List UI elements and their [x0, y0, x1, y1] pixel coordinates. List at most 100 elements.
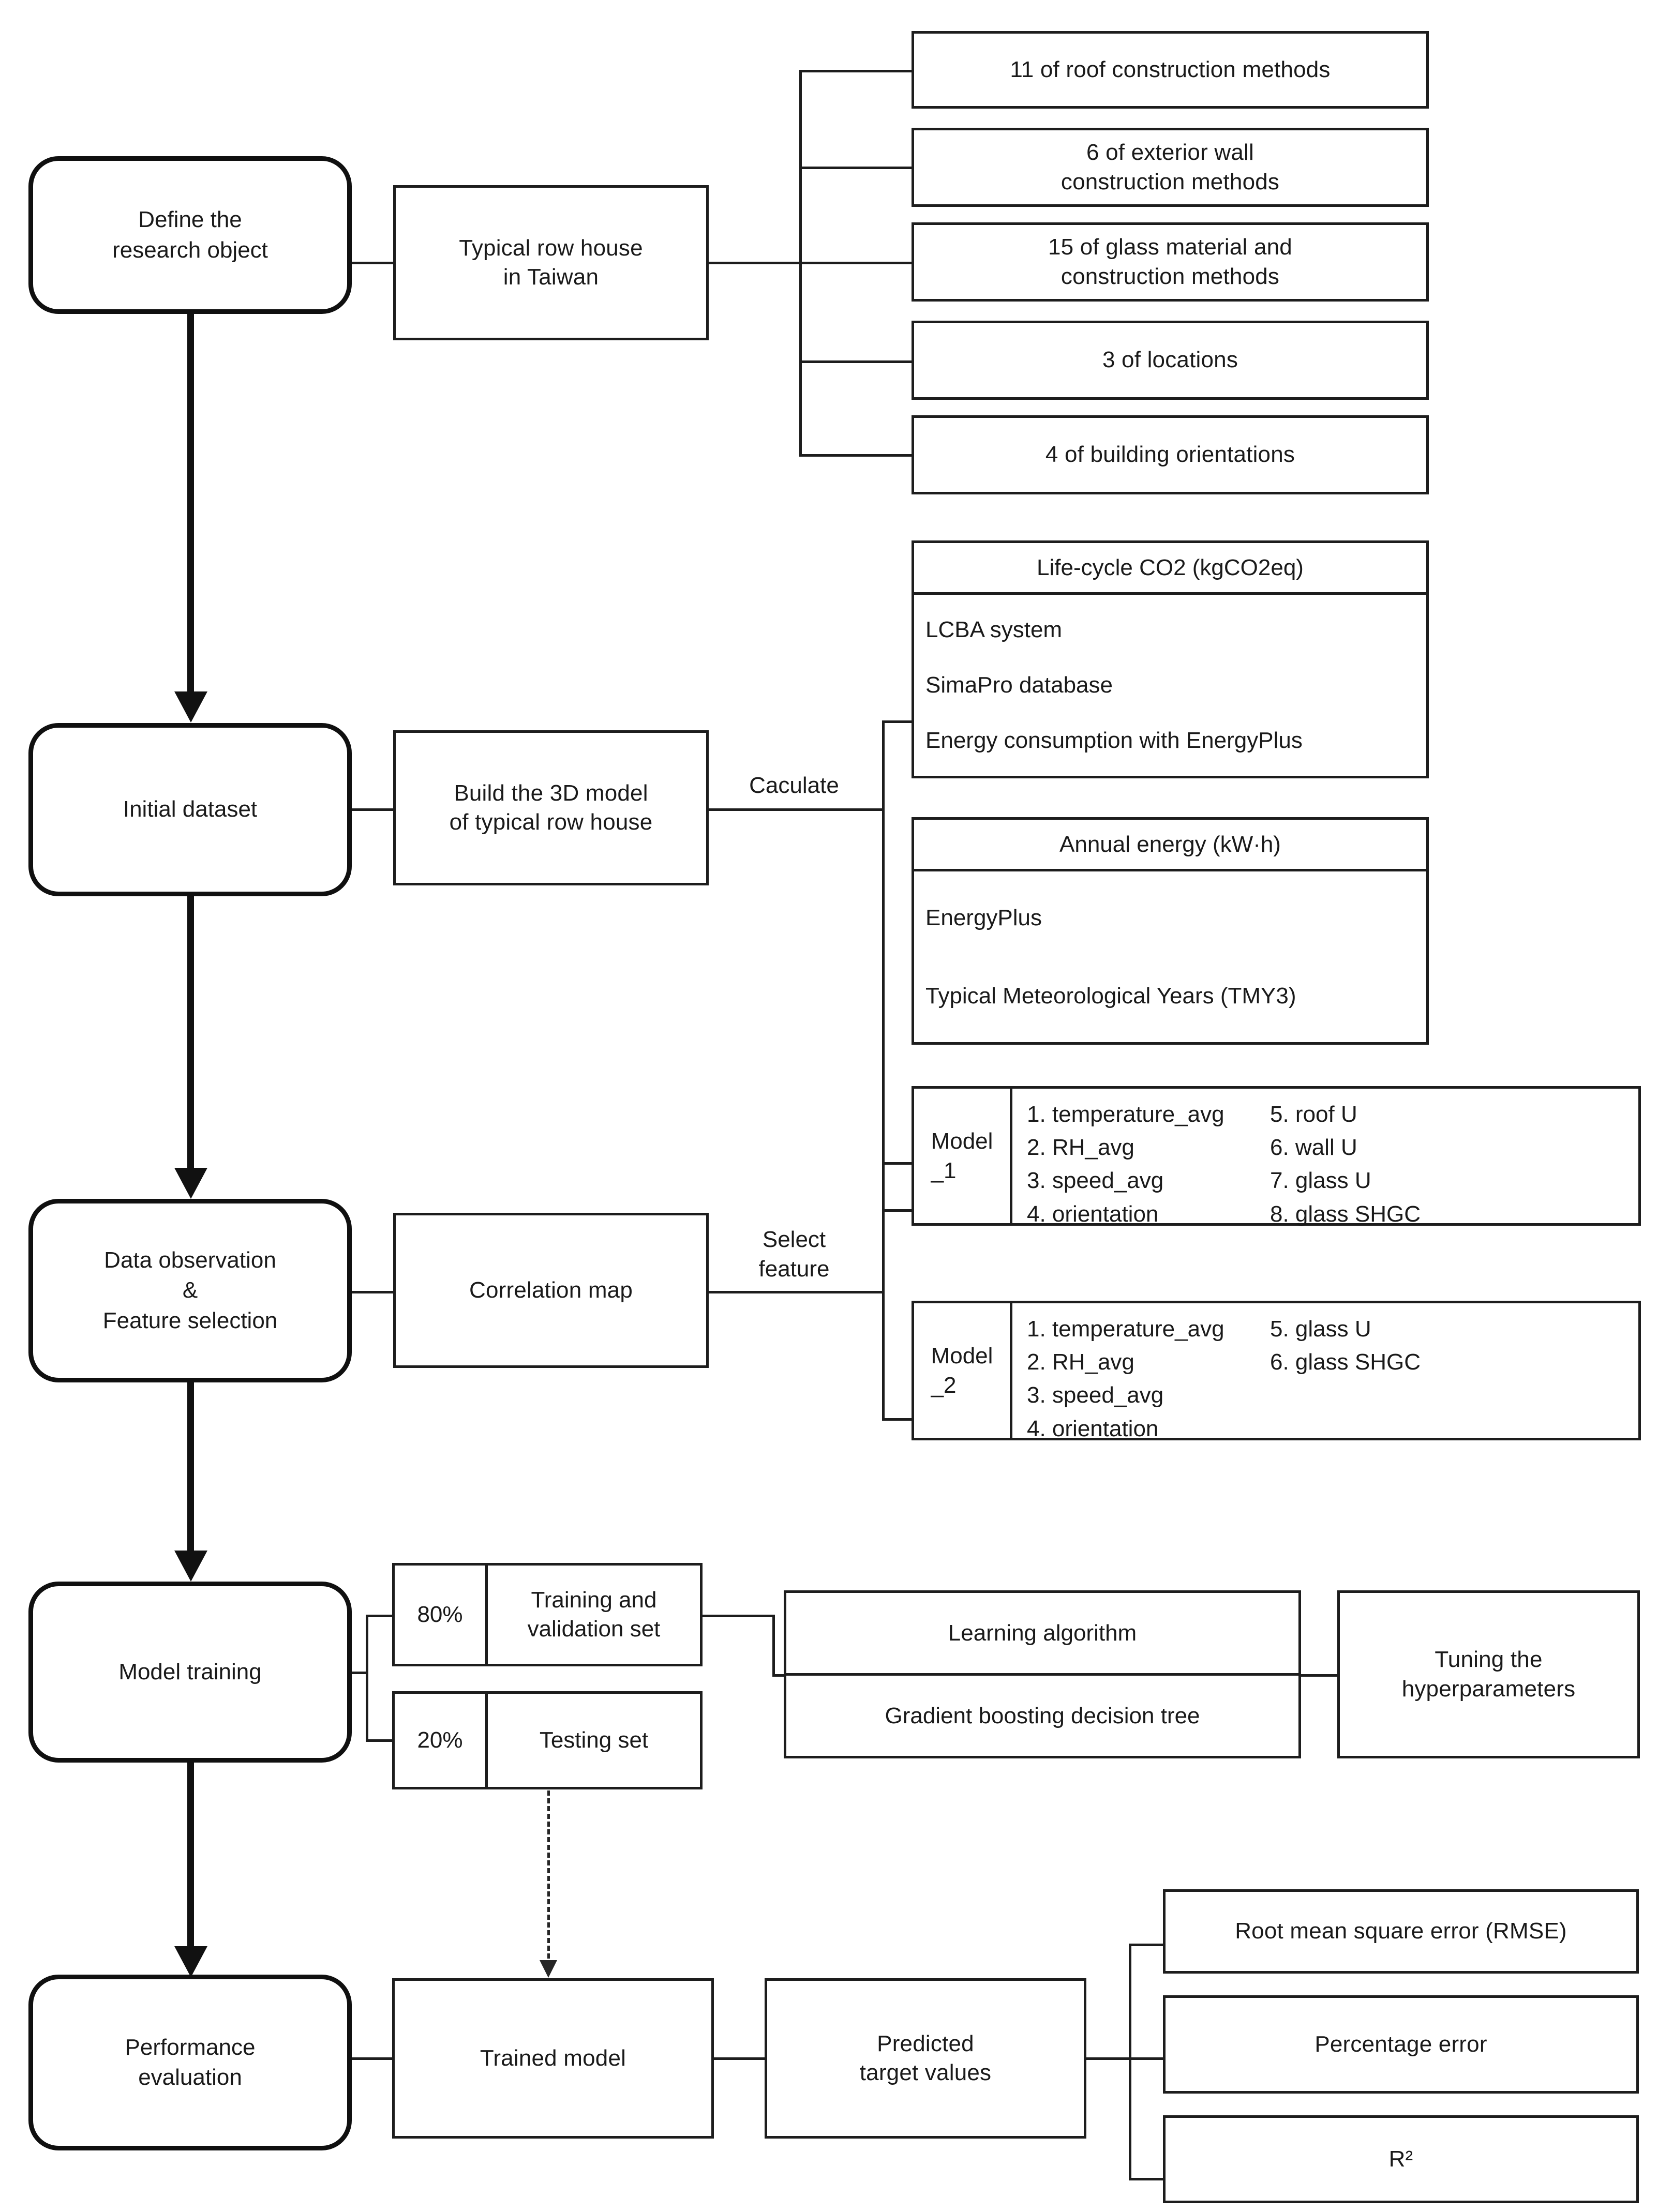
box-learning-algorithm-value: Gradient boosting decision tree: [885, 1703, 1200, 1728]
list-item: 6. wall U: [1270, 1135, 1357, 1161]
list-item: 8. glass SHGC: [1270, 1201, 1421, 1227]
box-predicted-target-values-label: Predicted target values: [859, 2030, 992, 2085]
box-orientations-label: 4 of building orientations: [1045, 442, 1295, 468]
connector-define-to-typical: [352, 262, 393, 264]
flow-define-to-initial: [187, 314, 194, 691]
box-locations[interactable]: 3 of locations: [912, 321, 1429, 400]
branch-stub-wall: [799, 167, 913, 169]
flow-arrowhead-performance: [174, 1946, 207, 1977]
list-item: 2. RH_avg: [1027, 1349, 1134, 1375]
box-testing-set[interactable]: 20% Testing set: [392, 1691, 703, 1789]
flow-arrowhead-observation: [174, 1168, 207, 1199]
stage-data-observation[interactable]: Data observation & Feature selection: [28, 1199, 352, 1382]
connector-elbow-algorithm: [772, 1615, 775, 1677]
box-locations-label: 3 of locations: [1102, 347, 1238, 373]
box-trained-model-label: Trained model: [480, 2045, 626, 2071]
flow-observation-to-training: [187, 1382, 194, 1551]
list-item: 7. glass U: [1270, 1168, 1371, 1194]
model-1-feature-column-left: 1. temperature_avg 2. RH_avg 3. speed_av…: [1027, 1098, 1270, 1227]
stage-performance-evaluation-label: Performance evaluation: [125, 2034, 256, 2090]
list-item: 4. orientation: [1027, 1416, 1159, 1441]
connector-performance-to-trained: [352, 2057, 393, 2060]
branch-stub-percentage-error: [1129, 2057, 1164, 2060]
list-item: Typical Meteorological Years (TMY3): [925, 983, 1296, 1009]
model-2-feature-column-left: 1. temperature_avg 2. RH_avg 3. speed_av…: [1027, 1313, 1270, 1441]
group-annual-energy[interactable]: Annual energy (kW·h) EnergyPlus Typical …: [912, 817, 1429, 1045]
box-trained-model[interactable]: Trained model: [392, 1978, 714, 2139]
connector-typical-to-branch: [709, 262, 802, 264]
box-wall-methods[interactable]: 6 of exterior wall construction methods: [912, 128, 1429, 207]
connector-training-to-split: [352, 1672, 367, 1674]
box-model-2-name: Model _2: [914, 1303, 1012, 1438]
branch-stub-location: [799, 360, 913, 363]
connector-initial-to-model3d: [352, 808, 393, 811]
box-typical-row-house[interactable]: Typical row house in Taiwan: [393, 185, 709, 340]
dashed-connector-testing-to-trained: [547, 1790, 550, 1974]
list-item: 1. temperature_avg: [1027, 1316, 1224, 1342]
branch-stub-model1: [882, 1162, 913, 1165]
stage-model-training[interactable]: Model training: [28, 1582, 352, 1763]
stage-define-label: Define the research object: [112, 207, 268, 263]
box-build-3d-model[interactable]: Build the 3D model of typical row house: [393, 730, 709, 885]
box-learning-algorithm-header: Learning algorithm: [786, 1593, 1298, 1676]
group-annual-energy-header: Annual energy (kW·h): [914, 820, 1426, 871]
dashed-arrowhead-trained-model: [540, 1960, 557, 1978]
branch-stub-roof: [799, 70, 913, 72]
connector-elbow-algorithm-in: [772, 1674, 785, 1677]
box-glass-methods-label: 15 of glass material and construction me…: [1048, 234, 1292, 289]
box-training-validation-set[interactable]: 80% Training and validation set: [392, 1563, 703, 1666]
box-tuning-hyperparameters[interactable]: Tuning the hyperparameters: [1337, 1590, 1640, 1758]
connector-predicted-to-branch: [1086, 2057, 1130, 2060]
branch-stub-model2: [882, 1418, 913, 1421]
list-item: SimaPro database: [925, 672, 1113, 698]
list-item: 2. RH_avg: [1027, 1135, 1134, 1161]
list-item: 5. roof U: [1270, 1102, 1357, 1127]
box-tuning-hyperparameters-label: Tuning the hyperparameters: [1401, 1647, 1576, 1702]
branch-stub-lifecycle: [882, 720, 913, 723]
model-2-feature-column-right: 5. glass U 6. glass SHGC: [1270, 1313, 1421, 1428]
list-item: 5. glass U: [1270, 1316, 1371, 1342]
branch-stub-20pct: [366, 1739, 394, 1742]
stage-data-observation-label: Data observation & Feature selection: [102, 1247, 278, 1333]
box-glass-methods[interactable]: 15 of glass material and construction me…: [912, 222, 1429, 302]
testing-split-percent: 20%: [395, 1694, 488, 1787]
stage-initial-dataset[interactable]: Initial dataset: [28, 723, 352, 896]
box-build-3d-model-label: Build the 3D model of typical row house: [449, 780, 653, 835]
group-annual-energy-body: EnergyPlus Typical Meteorological Years …: [914, 871, 1426, 1042]
box-model-1-name: Model _1: [914, 1089, 1012, 1223]
branch-stub-glass: [799, 262, 913, 264]
box-wall-methods-label: 6 of exterior wall construction methods: [1060, 140, 1280, 194]
list-item: 4. orientation: [1027, 1201, 1159, 1227]
list-item: 3. speed_avg: [1027, 1382, 1164, 1408]
branch-stub-rmse: [1129, 1944, 1164, 1946]
box-correlation-map-label: Correlation map: [469, 1277, 633, 1303]
connector-trained-to-predicted: [714, 2057, 765, 2060]
box-orientations[interactable]: 4 of building orientations: [912, 415, 1429, 494]
box-metric-rmse[interactable]: Root mean square error (RMSE): [1163, 1889, 1639, 1974]
branch-stub-r2: [1129, 2178, 1164, 2180]
box-model-2[interactable]: Model _2 1. temperature_avg 2. RH_avg 3.…: [912, 1301, 1641, 1441]
box-learning-algorithm[interactable]: Learning algorithm Gradient boosting dec…: [784, 1590, 1301, 1758]
list-item: EnergyPlus: [925, 905, 1042, 930]
box-predicted-target-values[interactable]: Predicted target values: [765, 1978, 1086, 2139]
box-metric-r-squared[interactable]: R²: [1163, 2115, 1639, 2203]
stage-performance-evaluation[interactable]: Performance evaluation: [28, 1975, 352, 2150]
list-item: LCBA system: [925, 616, 1063, 642]
list-item: 3. speed_avg: [1027, 1168, 1164, 1194]
stage-define-research-object[interactable]: Define the research object: [28, 156, 352, 314]
branch-stub-80pct: [366, 1615, 394, 1617]
model-1-feature-column-right: 5. roof U 6. wall U 7. glass U 8. glass …: [1270, 1098, 1421, 1227]
box-model-2-features: 1. temperature_avg 2. RH_avg 3. speed_av…: [1012, 1303, 1638, 1441]
box-roof-methods[interactable]: 11 of roof construction methods: [912, 31, 1429, 109]
group-life-cycle-co2[interactable]: Life-cycle CO2 (kgCO2eq) LCBA system Sim…: [912, 540, 1429, 778]
edge-label-select-feature: Select feature: [758, 1227, 830, 1282]
branch-stub-annual: [882, 1209, 913, 1212]
group-life-cycle-co2-body: LCBA system SimaPro database Energy cons…: [914, 595, 1426, 776]
box-correlation-map[interactable]: Correlation map: [393, 1213, 709, 1368]
box-metric-r-squared-label: R²: [1388, 2146, 1413, 2172]
branch-spine-row4-left: [366, 1615, 368, 1741]
stage-model-training-label: Model training: [118, 1659, 262, 1684]
edge-label-caculate: Caculate: [749, 773, 839, 798]
box-model-1[interactable]: Model _1 1. temperature_avg 2. RH_avg 3.…: [912, 1086, 1641, 1227]
box-metric-percentage-error[interactable]: Percentage error: [1163, 1995, 1639, 2094]
